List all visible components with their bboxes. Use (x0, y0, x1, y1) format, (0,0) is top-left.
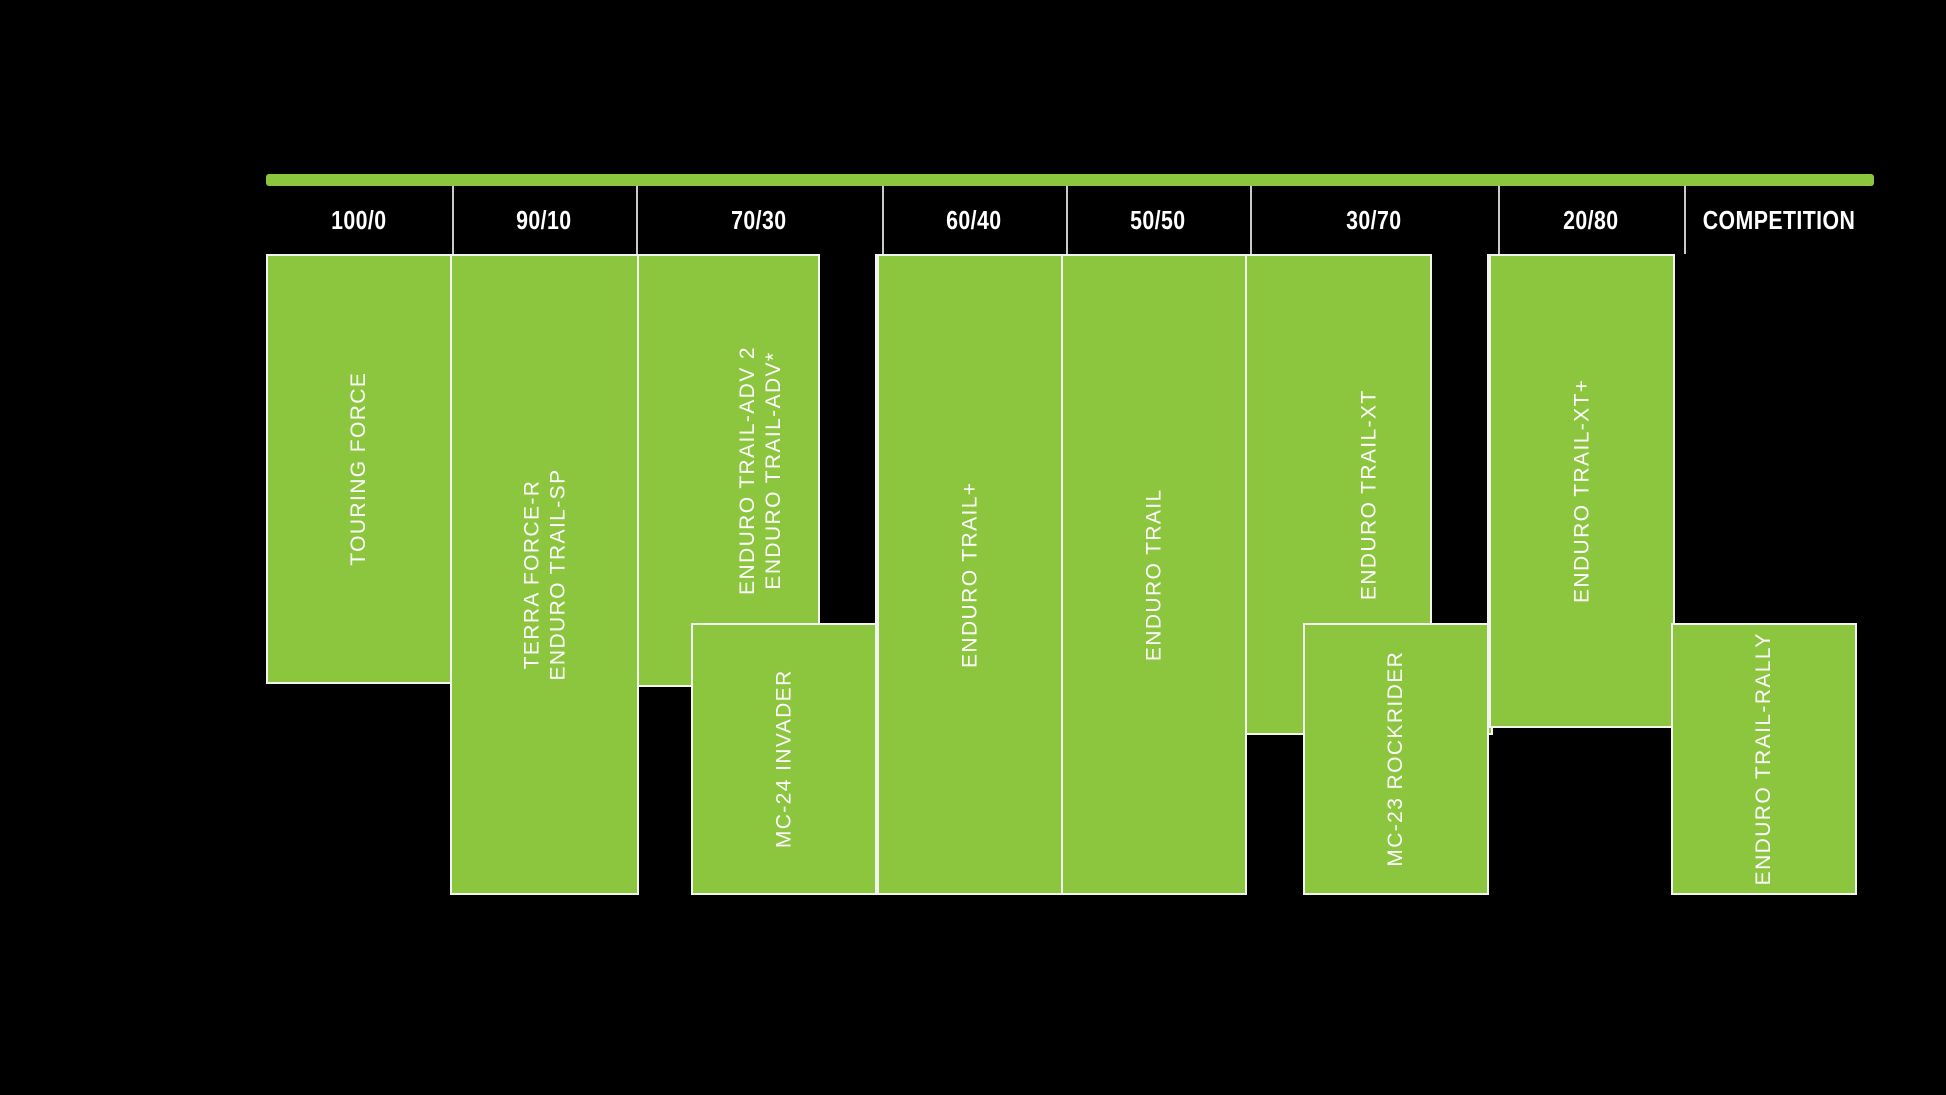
header-cell-label: 90/10 (516, 204, 572, 235)
bar-enduro-trail-rally[interactable]: ENDURO TRAIL-RALLY (1671, 623, 1857, 895)
bar-mc-23-rockrider[interactable]: MC-23 ROCKRIDER (1303, 623, 1489, 895)
bar-label-group: ENDURO TRAIL (1142, 488, 1166, 661)
header-cell-20-80[interactable]: 20/80 (1498, 186, 1684, 254)
bar-label-group: ENDURO TRAIL+ (958, 481, 982, 667)
bar-label: ENDURO TRAIL-RALLY (1752, 632, 1776, 886)
header-cell-50-50[interactable]: 50/50 (1066, 186, 1250, 254)
bar-notch-notch-30-70 (1430, 254, 1489, 626)
header-cell-label: 50/50 (1130, 204, 1186, 235)
bar-label: ENDURO TRAIL-SP (545, 468, 569, 681)
header-cell-30-70[interactable]: 30/70 (1250, 186, 1498, 254)
header-cell-label: 60/40 (946, 204, 1002, 235)
header-cell-label: 30/70 (1346, 204, 1402, 235)
bar-enduro-trail-plus[interactable]: ENDURO TRAIL+ (877, 254, 1063, 895)
bar-enduro-trail[interactable]: ENDURO TRAIL (1061, 254, 1247, 895)
bar-label: ENDURO TRAIL-XT+ (1570, 378, 1594, 604)
bar-notch-notch-70-30 (818, 254, 877, 626)
header-cell-60-40[interactable]: 60/40 (882, 186, 1066, 254)
header-cell-label: COMPETITION (1702, 204, 1856, 235)
header-cell-label: 20/80 (1563, 204, 1619, 235)
bar-label: MC-24 INVADER (772, 669, 796, 849)
bar-label: ENDURO TRAIL-ADV 2 (735, 346, 759, 595)
bar-label: ENDURO TRAIL-XT (1357, 389, 1381, 600)
bar-enduro-trail-xt-plus[interactable]: ENDURO TRAIL-XT+ (1489, 254, 1675, 728)
bar-mc-24-invader[interactable]: MC-24 INVADER (691, 623, 877, 895)
bar-label-group: ENDURO TRAIL-XT (1357, 389, 1381, 600)
bar-label-group: MC-23 ROCKRIDER (1384, 651, 1408, 867)
header-cell-label: 100/0 (331, 204, 387, 235)
bar-label-group: MC-24 INVADER (772, 670, 796, 849)
bar-label-group: ENDURO TRAIL-XT+ (1570, 379, 1594, 603)
bar-touring-force[interactable]: TOURING FORCE (266, 254, 452, 684)
header-cell-90-10[interactable]: 90/10 (452, 186, 636, 254)
bar-label-group: ENDURO TRAIL-RALLY (1752, 632, 1776, 885)
header-cell-100-0[interactable]: 100/0 (266, 186, 452, 254)
header-cell-70-30[interactable]: 70/30 (636, 186, 882, 254)
bar-label: ENDURO TRAIL (1142, 488, 1166, 661)
header-cell-competition[interactable]: COMPETITION (1684, 186, 1874, 254)
bar-label: TERRA FORCE-R (519, 479, 543, 670)
bar-label: MC-23 ROCKRIDER (1384, 651, 1408, 867)
bar-label: TOURING FORCE (347, 372, 371, 566)
ratio-header-band: 100/0 90/10 70/30 60/40 50/50 30/70 20/80 COMPE… (266, 186, 1874, 254)
bar-label: ENDURO TRAIL+ (958, 481, 982, 668)
bar-label: ENDURO TRAIL-ADV* (761, 351, 785, 590)
bar-label-group: TOURING FORCE (347, 372, 371, 566)
header-cell-label: 70/30 (731, 204, 787, 235)
top-accent-rule (266, 174, 1874, 186)
